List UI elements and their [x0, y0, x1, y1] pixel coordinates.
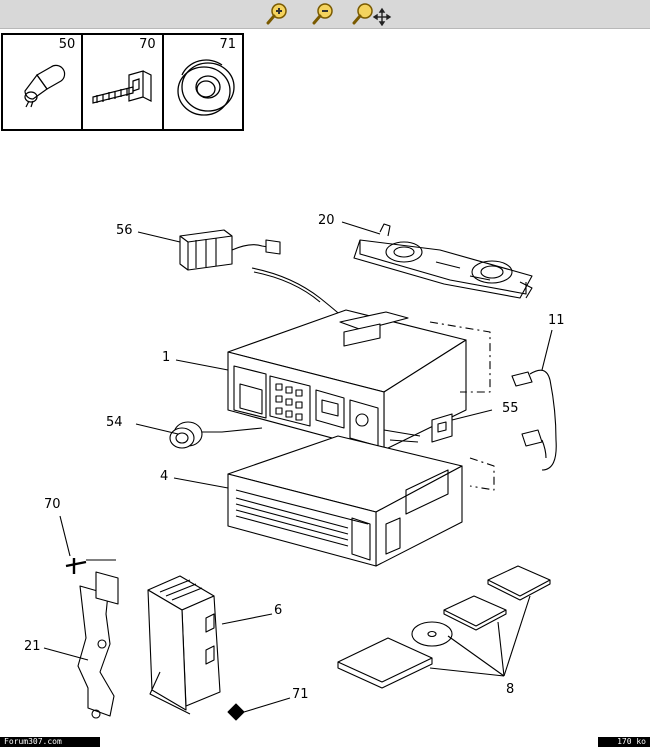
exploded-diagram	[43, 221, 557, 721]
parts-inset-table: 50 70 71	[1, 33, 244, 131]
battery-pack-part	[179, 229, 349, 323]
bracket-part	[65, 558, 119, 719]
connector-55-part	[431, 413, 453, 443]
zoom-in-icon[interactable]	[266, 2, 290, 26]
media-set-part	[337, 565, 551, 689]
part-number: 50	[58, 37, 76, 52]
callout-54: 54	[106, 415, 123, 430]
cable-part	[511, 369, 557, 471]
callout-20: 20	[318, 213, 335, 228]
grommet-icon	[177, 59, 235, 116]
part-cell-70: 70	[83, 35, 164, 129]
zoom-fit-icon[interactable]	[352, 2, 392, 27]
part-cell-50: 50	[3, 35, 84, 129]
callout-11: 11	[548, 313, 565, 328]
site-credit: Forum307.com	[0, 737, 100, 747]
part-number: 71	[219, 37, 236, 52]
screw-clip-icon	[92, 70, 152, 104]
fan-tray-part	[353, 223, 533, 299]
file-size: 170 ko	[598, 737, 650, 747]
callout-55: 55	[502, 401, 519, 416]
callout-70: 70	[44, 497, 61, 512]
knob-part	[169, 421, 263, 449]
callout-8: 8	[506, 682, 515, 697]
zoom-out-icon[interactable]	[312, 2, 336, 26]
module-part	[147, 575, 221, 715]
callout-6: 6	[274, 603, 283, 618]
callout-4: 4	[160, 469, 169, 484]
footer-bar: Forum307.com 170 ko	[0, 737, 650, 747]
bulb-icon	[24, 64, 66, 108]
grommet-71-part	[227, 703, 245, 721]
callout-56: 56	[116, 223, 133, 238]
amplifier-box-part	[227, 435, 463, 567]
head-unit-part	[227, 309, 467, 453]
part-number: 70	[139, 37, 156, 52]
callout-1: 1	[162, 350, 171, 365]
callout-71: 71	[292, 687, 309, 702]
viewer-toolbar	[0, 0, 650, 29]
callout-21: 21	[24, 639, 41, 654]
part-cell-71: 71	[164, 35, 242, 129]
